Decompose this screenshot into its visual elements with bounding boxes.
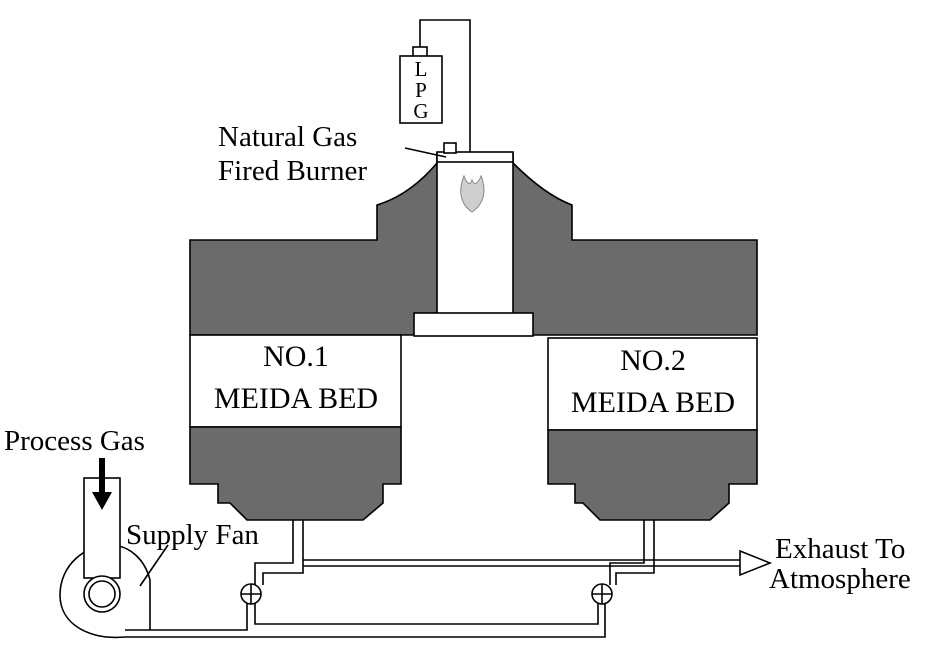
supply-fan-label: Supply Fan (126, 519, 259, 551)
lpg-cylinder: L P G (399, 19, 471, 152)
burner-base-plate (413, 312, 534, 337)
burner-top-plate (436, 151, 514, 163)
process-gas-arrow-icon (92, 458, 112, 510)
burner-pointer-line (404, 147, 447, 158)
bed2-media-section (547, 337, 758, 431)
burner-flame-icon (460, 174, 485, 213)
media-bed-2: NO.2 MEIDA BED (547, 337, 758, 521)
fan-pointer-line (139, 544, 169, 587)
bed2-label-line1: NO.2 (620, 344, 686, 377)
burner-label-line2: Fired Burner (218, 155, 367, 187)
burner-column (436, 154, 514, 316)
bed1-media-section (189, 334, 402, 428)
supply-fan (59, 477, 169, 639)
lpg-letter-g: G (413, 99, 428, 123)
process-gas-label: Process Gas (4, 425, 145, 457)
lpg-tank (399, 55, 443, 124)
exhaust-arrow-icon (739, 549, 773, 577)
bed2-lower-plenum (547, 429, 758, 521)
ducting (125, 520, 740, 638)
fan-rotor-inner (88, 580, 116, 608)
media-bed-1: NO.1 MEIDA BED (189, 334, 402, 521)
valve-bed1 (240, 583, 262, 605)
lpg-gas-line (419, 19, 471, 152)
lpg-letter-p: P (415, 78, 427, 102)
bed1-lower-plenum (189, 426, 402, 521)
burner-label-line1: Natural Gas (218, 121, 357, 153)
burner-nozzle (443, 142, 457, 154)
lpg-letter-l: L (415, 57, 428, 81)
bed2-label-line2: MEIDA BED (571, 386, 735, 419)
fan-housing (59, 544, 151, 639)
valve-bed2 (591, 583, 613, 605)
exhaust-label-line2: Atmosphere (769, 563, 911, 595)
bed1-label-line2: MEIDA BED (214, 382, 378, 415)
exhaust-label-line1: Exhaust To (775, 533, 905, 565)
bed1-label-line1: NO.1 (263, 340, 329, 373)
